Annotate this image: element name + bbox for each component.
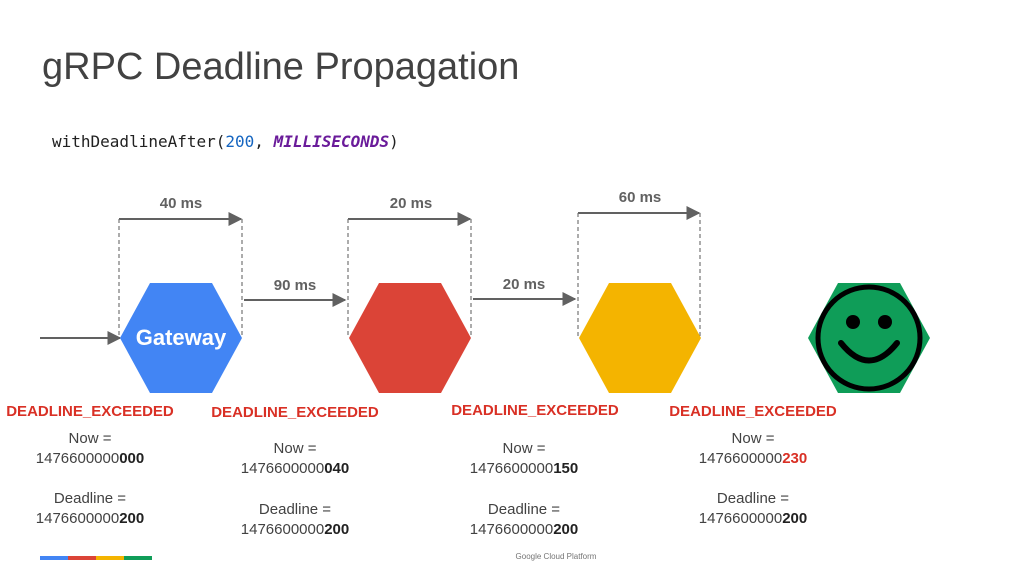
- deadline-timestamp-2: Deadline = 1476600000200: [241, 500, 349, 540]
- processing-bracket-1: [118, 212, 243, 338]
- smiley-face-icon: [815, 284, 923, 392]
- now-label: Now =: [273, 440, 317, 457]
- footer-bar-red: [68, 556, 96, 560]
- status-label-3: DEADLINE_EXCEEDED: [451, 402, 619, 419]
- footer-bar-green: [124, 556, 152, 560]
- gateway-hexagon: [120, 283, 242, 393]
- status-label-2: DEADLINE_EXCEEDED: [211, 404, 379, 421]
- processing-duration-3: 60 ms: [618, 189, 662, 206]
- code-suffix: ): [389, 132, 399, 151]
- deadline-timestamp-3: Deadline = 1476600000200: [470, 500, 578, 540]
- deadline-value: 1476600000200: [469, 521, 579, 538]
- deadline-label: Deadline =: [258, 501, 332, 518]
- processing-duration-1: 40 ms: [159, 195, 203, 212]
- code-constant: MILLISECONDS: [273, 132, 390, 151]
- now-label: Now =: [731, 430, 775, 447]
- footer-bar-yellow: [96, 556, 124, 560]
- now-timestamp-3: Now = 1476600000150: [470, 439, 578, 479]
- code-snippet: withDeadlineAfter(200, MILLISECONDS): [52, 132, 399, 151]
- deadline-label: Deadline =: [53, 490, 127, 507]
- code-separator: ,: [254, 132, 274, 151]
- footer-bar-blue: [40, 556, 68, 560]
- code-number: 200: [225, 132, 255, 151]
- deadline-label: Deadline =: [487, 501, 561, 518]
- now-timestamp-2: Now = 1476600000040: [241, 439, 349, 479]
- now-timestamp-4: Now = 1476600000230: [699, 429, 807, 469]
- now-label: Now =: [502, 440, 546, 457]
- now-value: 1476600000000: [35, 450, 145, 467]
- deadline-value: 1476600000200: [698, 510, 808, 527]
- now-value: 1476600000230: [698, 450, 808, 467]
- deadline-value: 1476600000200: [35, 510, 145, 527]
- now-value: 1476600000150: [469, 460, 579, 477]
- deadline-timestamp-1: Deadline = 1476600000200: [36, 489, 144, 529]
- processing-bracket-3: [577, 206, 701, 338]
- slide-title: gRPC Deadline Propagation: [42, 46, 520, 88]
- deadline-timestamp-4: Deadline = 1476600000200: [699, 489, 807, 529]
- service-2-hexagon: [349, 283, 471, 393]
- footer-text: Google Cloud Platform: [515, 552, 597, 561]
- status-label-1: DEADLINE_EXCEEDED: [6, 403, 174, 420]
- gateway-label: Gateway: [135, 325, 227, 350]
- now-label: Now =: [68, 430, 112, 447]
- service-3-hexagon: [579, 283, 701, 393]
- network-duration-2: 20 ms: [502, 276, 546, 293]
- deadline-label: Deadline =: [716, 490, 790, 507]
- service-4-hexagon: [808, 283, 930, 393]
- processing-duration-2: 20 ms: [389, 195, 433, 212]
- processing-bracket-2: [347, 212, 472, 338]
- deadline-value: 1476600000200: [240, 521, 350, 538]
- network-duration-1: 90 ms: [273, 277, 317, 294]
- code-function: withDeadlineAfter(: [52, 132, 226, 151]
- status-label-4: DEADLINE_EXCEEDED: [669, 403, 837, 420]
- now-timestamp-1: Now = 1476600000000: [36, 429, 144, 469]
- now-value: 1476600000040: [240, 460, 350, 477]
